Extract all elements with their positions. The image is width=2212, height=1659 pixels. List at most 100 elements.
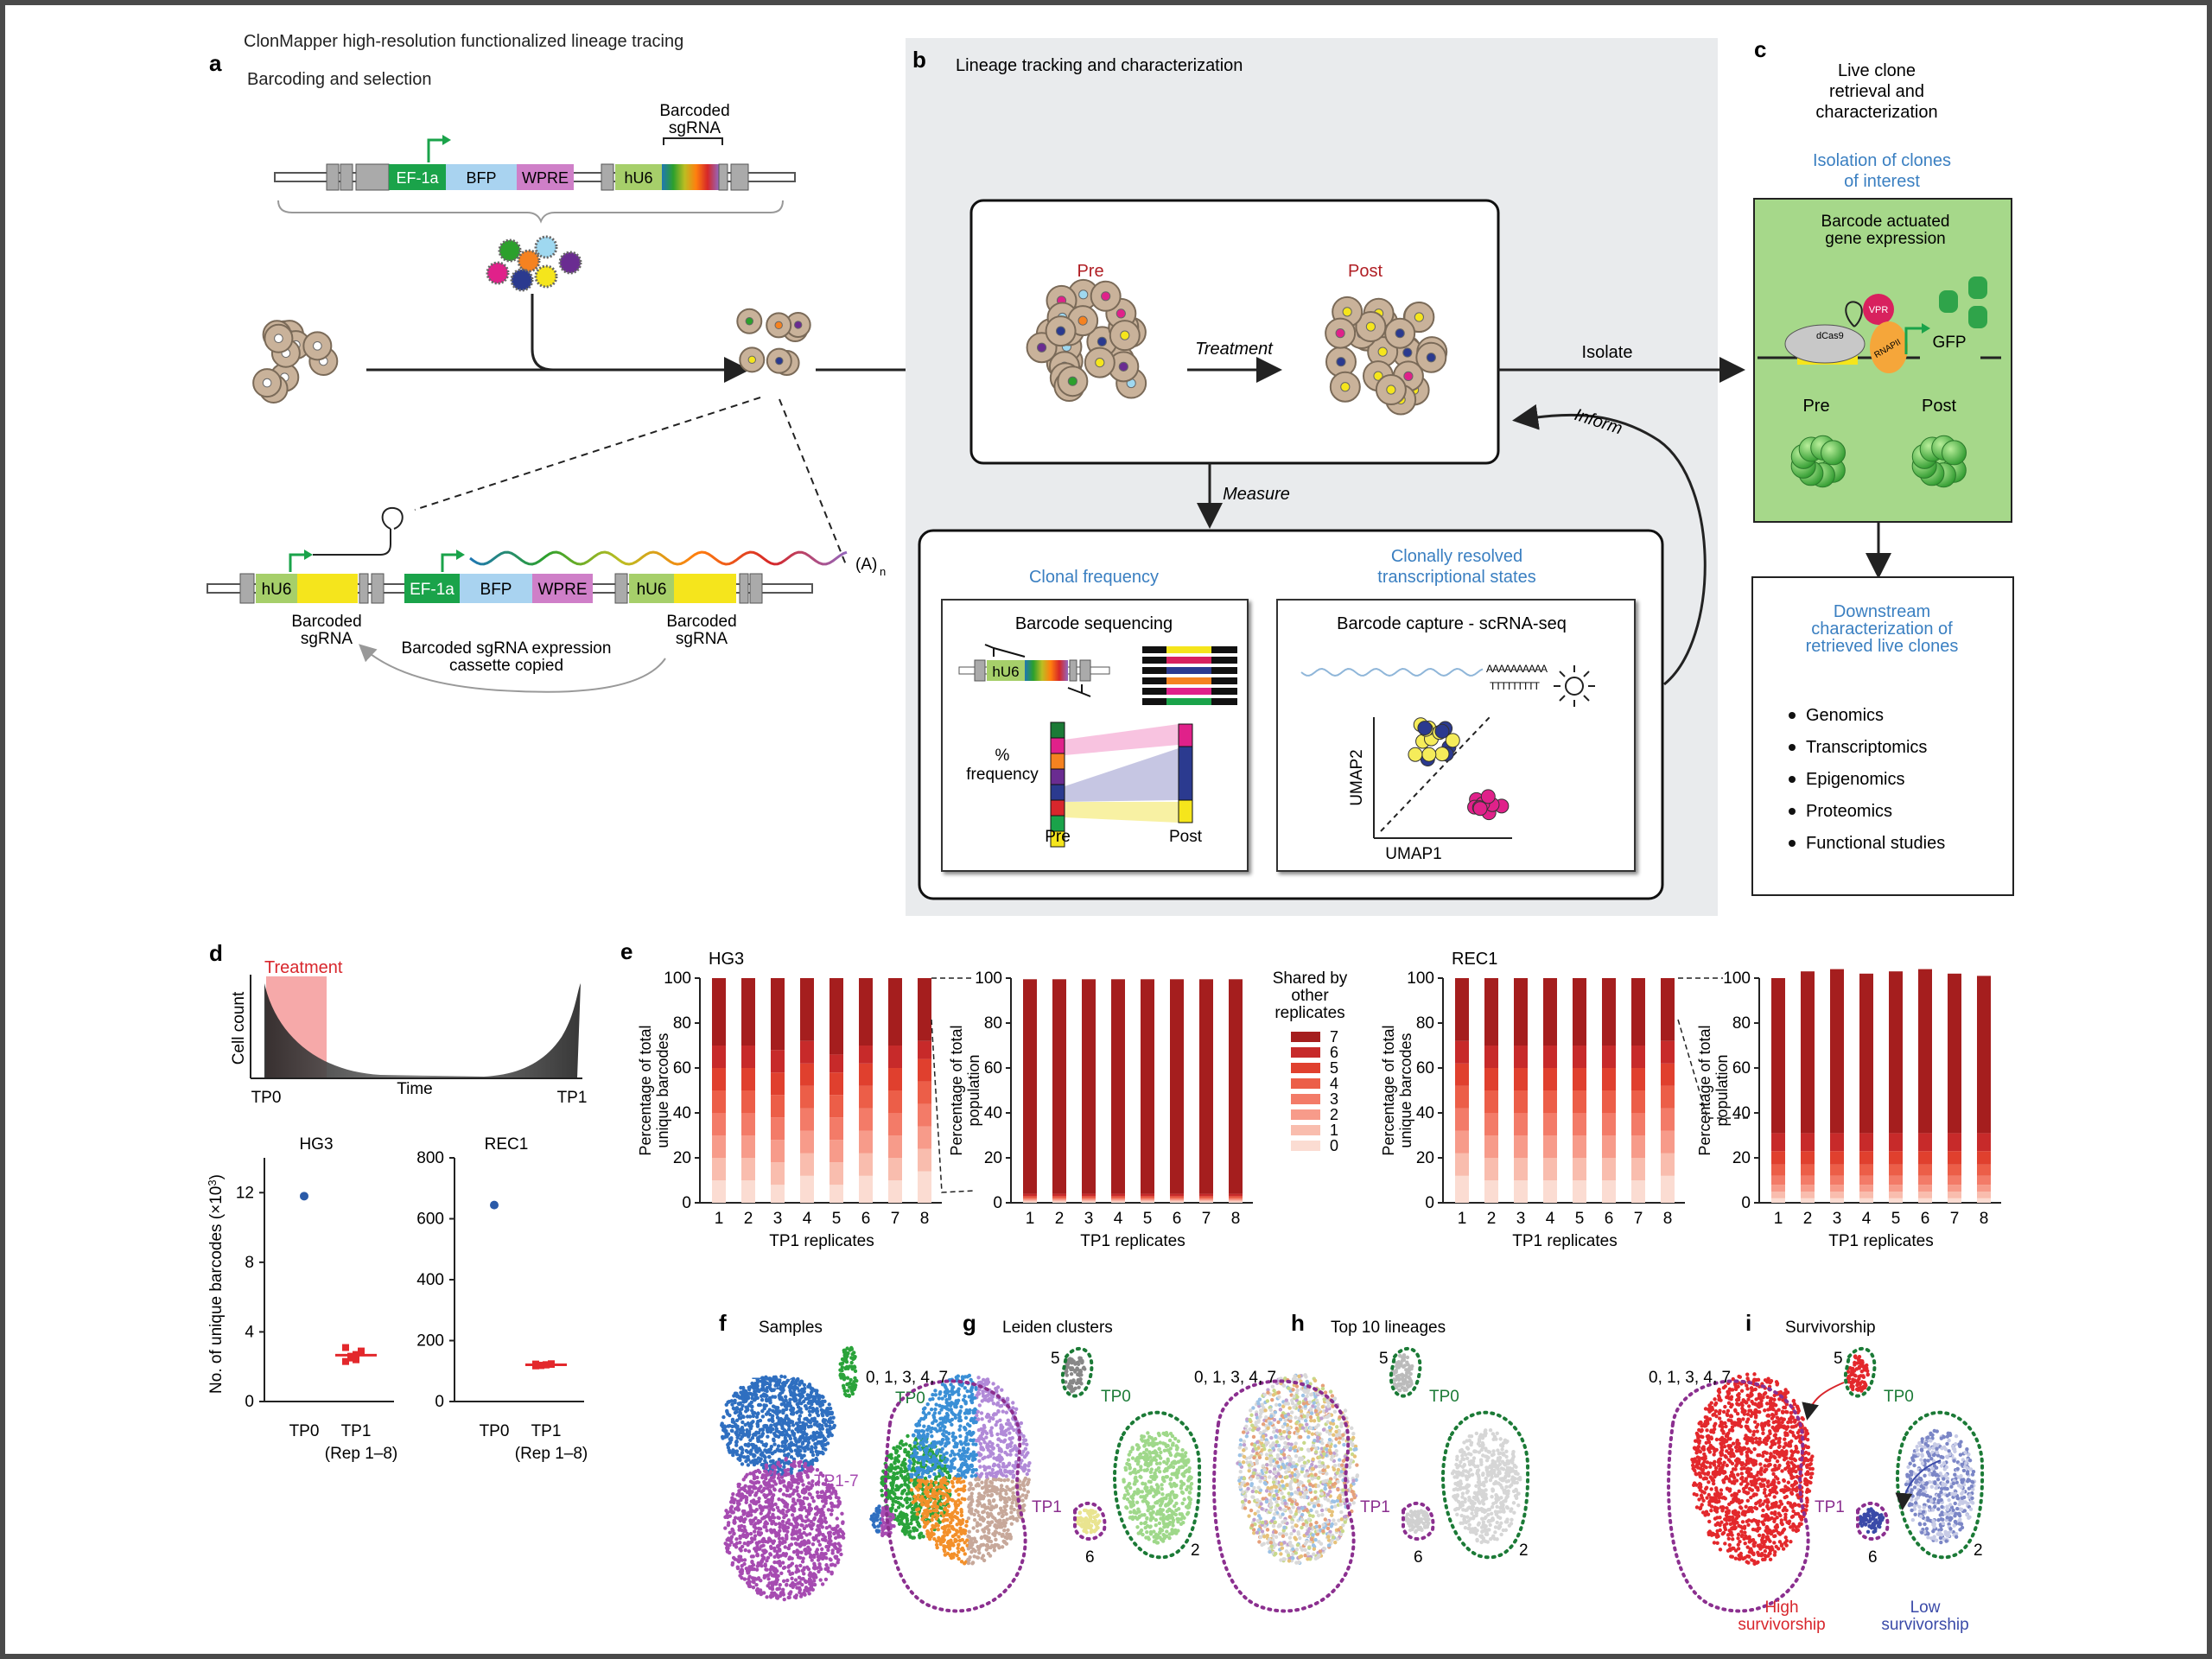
umap-point	[904, 1512, 908, 1517]
umap-point	[973, 1473, 978, 1478]
umap-point	[963, 1552, 967, 1556]
bar-segment	[918, 1103, 931, 1127]
umap-point	[787, 1595, 791, 1600]
cell-nucleus	[1067, 376, 1077, 386]
umap-point	[828, 1557, 832, 1561]
alluvial-flow	[1065, 724, 1179, 755]
umap-point	[783, 1468, 787, 1472]
umap-point	[773, 1582, 779, 1586]
legend-title: Shared by	[1273, 969, 1348, 988]
pre-clone-segment	[1050, 768, 1065, 785]
umap-point	[748, 1541, 753, 1545]
bar-segment	[1484, 1068, 1498, 1090]
umap-point	[1001, 1409, 1005, 1414]
tick-label: 100	[664, 969, 691, 988]
umap-point	[765, 1529, 769, 1533]
umap-point	[952, 1390, 957, 1395]
bar-segment	[1889, 1185, 1903, 1192]
read-barcode	[1166, 677, 1211, 684]
umap-point	[946, 1497, 950, 1502]
umap-point	[775, 1596, 780, 1600]
umap-point	[786, 1518, 791, 1522]
umap-point	[906, 1451, 910, 1455]
umap-point	[733, 1449, 737, 1454]
umap-point	[956, 1389, 961, 1394]
read-barcode	[1166, 688, 1211, 695]
umap-point	[728, 1440, 733, 1445]
polyt-tail: TTTTTTTTT	[1490, 680, 1541, 692]
umap-point	[787, 1494, 792, 1498]
umap-point	[823, 1442, 828, 1447]
umap-point	[914, 1422, 918, 1427]
pre-clone-segment	[1050, 830, 1065, 848]
umap-point	[929, 1429, 933, 1434]
umap-point	[903, 1532, 907, 1536]
panel-letter-g: g	[963, 1310, 976, 1336]
umap-point	[830, 1551, 835, 1555]
umap-point	[963, 1427, 968, 1432]
cell-count-curve	[264, 983, 581, 1078]
umap-point	[964, 1523, 969, 1529]
umap-point	[932, 1418, 937, 1423]
umap-point	[953, 1402, 958, 1408]
umap-point	[923, 1455, 928, 1459]
ef1a-block-lower	[404, 574, 460, 603]
umap-point	[934, 1485, 938, 1490]
umap-point	[933, 1480, 938, 1485]
umap-point	[726, 1400, 730, 1405]
bar-segment	[1543, 1068, 1557, 1090]
umap-point	[947, 1431, 951, 1436]
umap-point	[747, 1442, 751, 1446]
bfp-block-lower	[460, 574, 532, 603]
umap-point	[912, 1433, 916, 1438]
bar-segment	[1573, 978, 1586, 1046]
umap-point	[898, 1470, 903, 1474]
bar-segment	[1830, 1198, 1844, 1203]
umap-point	[899, 1491, 905, 1496]
umap-point	[819, 1440, 824, 1444]
umap-point	[900, 1514, 905, 1518]
chart-title: HG3	[709, 950, 744, 969]
tracking-box	[969, 199, 1500, 465]
umap-point	[737, 1525, 742, 1530]
umap-point	[974, 1452, 979, 1458]
umap-point	[1024, 1493, 1029, 1497]
umap-point	[985, 1511, 990, 1516]
bar-segment	[918, 978, 931, 1041]
post-clone-segment	[1178, 746, 1193, 801]
list-item: Transcriptomics	[1806, 738, 1927, 757]
ltr-block	[601, 163, 614, 191]
umap-point	[845, 1354, 849, 1358]
umap-point	[948, 1488, 952, 1493]
umap-point	[989, 1513, 994, 1517]
dot-plot-title: HG3	[299, 1135, 333, 1154]
umap-point	[909, 1454, 914, 1459]
umap-point	[760, 1508, 764, 1513]
umap-point	[905, 1496, 909, 1501]
x-tick-label: 4	[1546, 1210, 1555, 1228]
umap-point	[925, 1465, 931, 1470]
umap-point	[976, 1503, 980, 1508]
umap-point	[991, 1478, 996, 1482]
bar-segment	[1199, 1199, 1213, 1201]
umap-point	[778, 1467, 782, 1471]
umap-point	[956, 1546, 960, 1551]
umap-point	[1157, 1521, 1162, 1526]
cell-nucleus	[1377, 346, 1388, 357]
umap-point	[785, 1525, 790, 1530]
umap-point	[737, 1489, 741, 1493]
tick-label: 0	[1425, 1194, 1434, 1212]
umap-point	[741, 1390, 745, 1395]
umap-point	[849, 1360, 854, 1365]
umap-point	[770, 1583, 775, 1588]
gfp-cell	[1942, 440, 1967, 466]
umap-point	[1009, 1440, 1014, 1445]
umap-point	[950, 1431, 956, 1436]
umap-point	[982, 1558, 987, 1563]
umap-point	[1180, 1501, 1185, 1506]
umap-point	[993, 1489, 997, 1494]
umap-point	[785, 1535, 789, 1540]
alluvial-plot	[1050, 721, 1193, 848]
umap-point	[984, 1471, 989, 1476]
umap-point	[798, 1514, 803, 1518]
